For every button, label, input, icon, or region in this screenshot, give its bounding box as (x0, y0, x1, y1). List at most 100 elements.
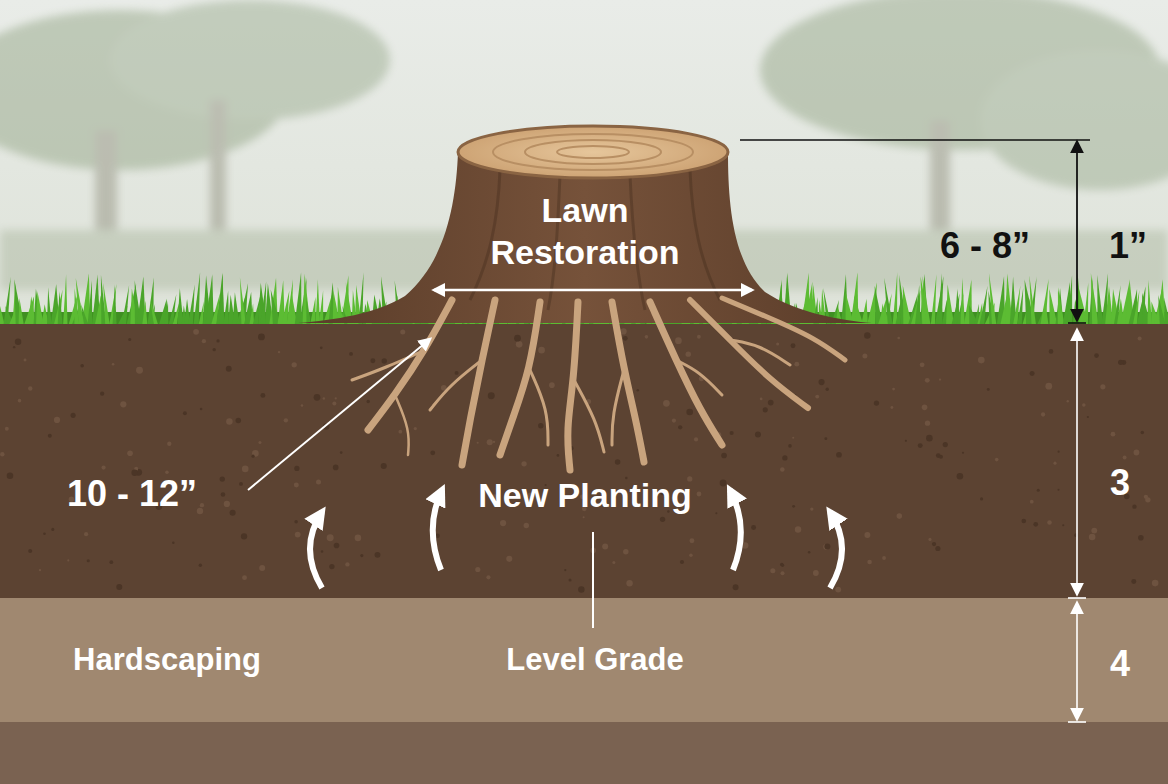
soil-speck (345, 562, 349, 566)
dimension-label: 1” (1098, 223, 1158, 268)
soil-speck (183, 411, 187, 415)
dimension-extension (740, 139, 1090, 141)
grass-blade (989, 273, 996, 324)
soil-speck (564, 569, 566, 571)
soil-speck (216, 339, 219, 342)
soil-speck (623, 336, 628, 341)
soil-speck (524, 523, 529, 528)
soil-speck (1033, 522, 1038, 527)
grass-blade (960, 278, 964, 324)
soil-speck (101, 465, 105, 469)
soil-speck (521, 461, 526, 466)
soil-speck (813, 570, 819, 576)
soil-speck (788, 444, 792, 448)
soil-speck (323, 397, 325, 399)
tree-crown (110, 0, 390, 120)
soil-speck (978, 357, 985, 364)
grass-blade (142, 300, 147, 324)
soil-speck (13, 346, 15, 348)
soil-speck (67, 559, 69, 561)
soil-speck (1057, 489, 1059, 491)
grass-blade (88, 280, 93, 324)
dimension-tick (1068, 322, 1086, 324)
soil-speck (720, 480, 727, 487)
soil-speck (557, 454, 560, 457)
soil-speck (200, 408, 203, 411)
soil-speck (486, 575, 490, 579)
soil-speck (780, 571, 784, 575)
up-arrow (310, 512, 322, 588)
soil-speck (1041, 412, 1045, 416)
root (462, 300, 495, 465)
soil-speck (1067, 400, 1069, 402)
root (430, 360, 482, 410)
grass-blade (14, 279, 23, 324)
soil-speck (1089, 534, 1096, 541)
soil-speck (278, 351, 280, 353)
soil-speck (943, 442, 948, 447)
grass-blade (103, 283, 110, 324)
soil-speck (689, 538, 694, 543)
grass-blade (188, 285, 195, 324)
soil-speck (672, 418, 676, 422)
grass-blade (109, 284, 116, 324)
soil-speck (925, 378, 930, 383)
soil-speck (292, 362, 297, 367)
soil-speck (987, 388, 990, 391)
soil-speck (15, 338, 21, 344)
grass-blade (205, 274, 213, 324)
root (530, 370, 548, 445)
soil-speck (242, 466, 249, 473)
stump-label: Lawn Restoration (469, 189, 701, 274)
grass-blade (1097, 275, 1103, 324)
soil-speck (760, 398, 763, 401)
grass-blade (306, 297, 310, 324)
grass-blade (931, 274, 937, 324)
grass-blade (19, 298, 24, 324)
grass-blade (150, 300, 158, 324)
soil-speck (54, 417, 60, 423)
soil-speck (730, 431, 734, 435)
soil-speck (836, 452, 842, 458)
grass-blade (980, 286, 988, 324)
soil-speck (962, 452, 964, 454)
pointer-line (592, 532, 594, 628)
soil-speck (792, 437, 794, 439)
soil-speck (0, 452, 4, 456)
soil-speck (1123, 456, 1127, 460)
soil-speck (1144, 495, 1148, 499)
stump-top (458, 126, 728, 178)
soil-speck (241, 533, 247, 539)
grass-blade (63, 275, 67, 324)
grass-blade (54, 290, 63, 324)
grass-blade (159, 299, 167, 324)
grass-blade (946, 284, 954, 324)
grass-blade (216, 273, 224, 324)
soil-speck (602, 543, 608, 549)
soil-speck (770, 568, 775, 573)
soil-speck (1082, 403, 1086, 407)
soil-speck (1141, 431, 1144, 434)
soil-speck (221, 492, 226, 497)
soil-speck (1138, 535, 1144, 541)
soil-speck (928, 538, 931, 541)
soil-speck (382, 358, 387, 363)
soil-speck (897, 513, 903, 519)
soil-speck (340, 451, 343, 454)
up-arrow (730, 490, 741, 570)
soil-speck (768, 400, 774, 406)
grass-blade (915, 285, 921, 324)
soil-speck (167, 442, 171, 446)
grass-blade (260, 281, 266, 324)
root (368, 300, 452, 430)
soil-speck (932, 542, 936, 546)
topsoil-band (0, 322, 1168, 600)
soil-speck (477, 442, 479, 444)
soil-speck (824, 543, 830, 549)
soil-speck (226, 366, 232, 372)
soil-speck (810, 507, 813, 510)
soil-speck (925, 421, 930, 426)
grass-blade (122, 285, 129, 324)
soil-speck (327, 534, 334, 541)
